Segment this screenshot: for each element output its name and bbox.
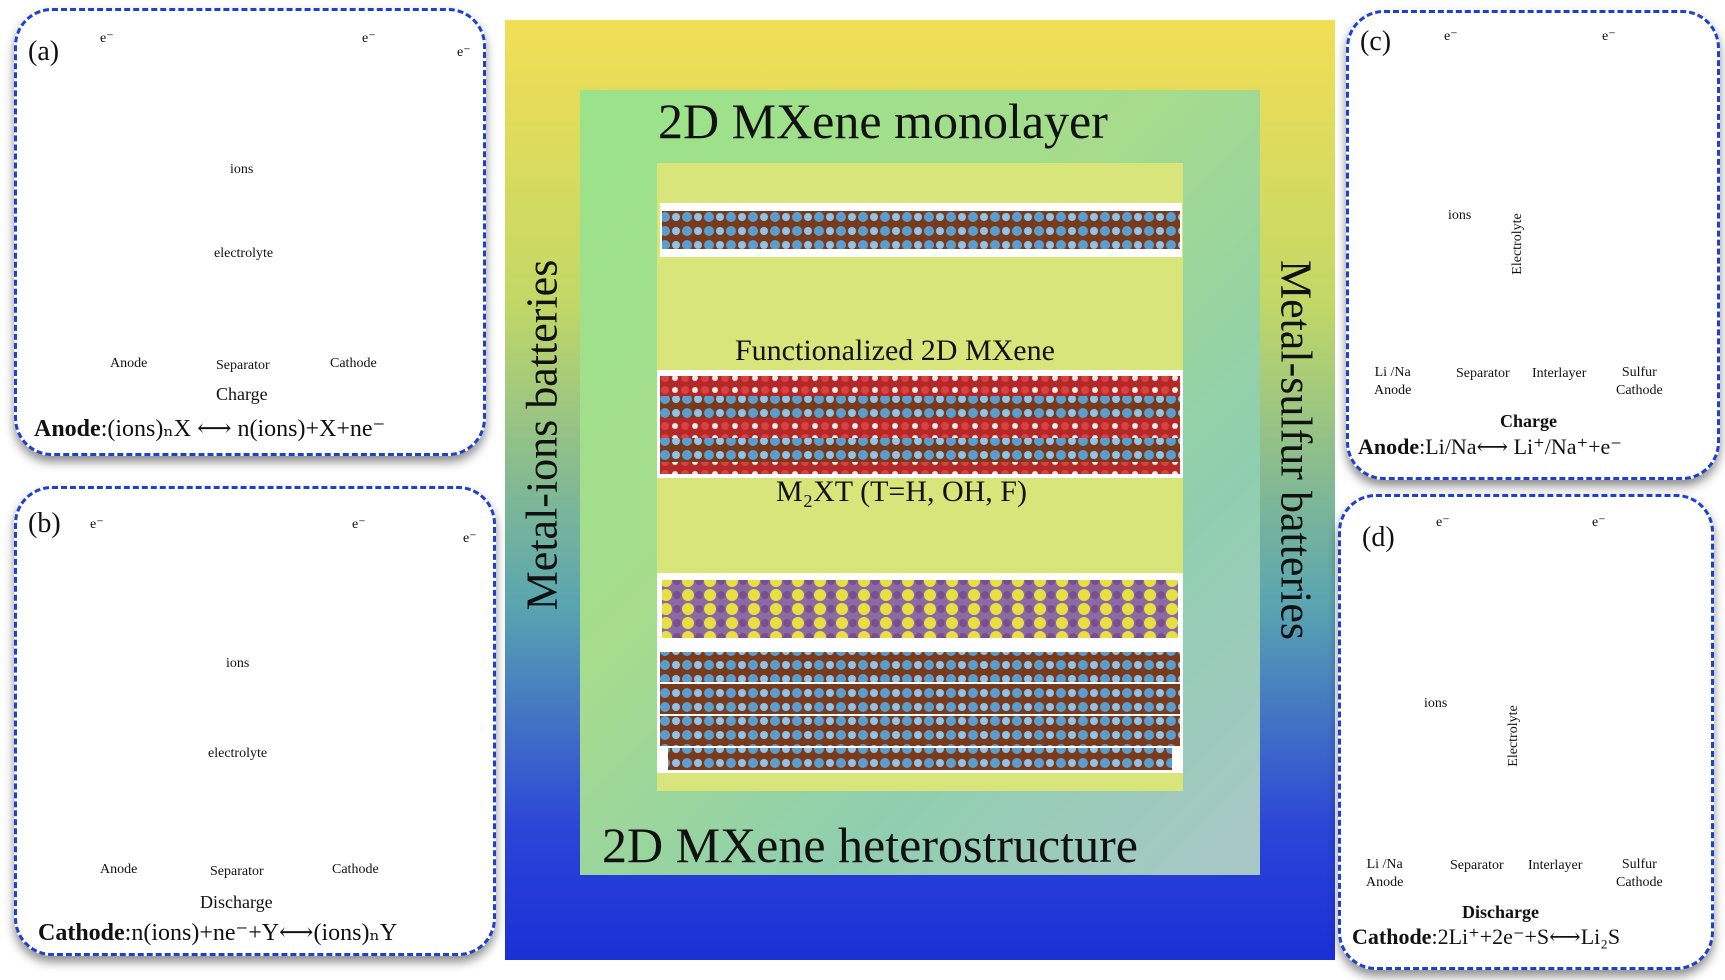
electron-label: e⁻: [1436, 515, 1450, 530]
electron-label: e⁻: [90, 517, 104, 532]
mode-label: Discharge: [1462, 902, 1539, 922]
anode-label: Anode: [110, 356, 148, 371]
electron-label: e⁻: [100, 31, 114, 46]
panel-c-label: (c): [1360, 26, 1392, 57]
panel-b: [14, 486, 496, 956]
panel-b-label: (b): [28, 508, 61, 539]
panel-a: [14, 8, 486, 456]
interlayer-label: Interlayer: [1532, 366, 1587, 381]
separator-label: Separator: [1456, 366, 1510, 381]
equation-d: Cathode:2Li⁺+2e⁻+S⟷Li₂S: [1352, 924, 1621, 949]
mode-label: Charge: [216, 384, 268, 404]
electron-label: e⁻: [1602, 29, 1616, 44]
separator-label: Separator: [210, 864, 264, 879]
equation-b: Cathode:n(ions)+ne⁻+Y⟷(ions)ₙY: [38, 920, 398, 946]
separator-label: Separator: [216, 358, 270, 373]
electron-label: e⁻: [1592, 515, 1606, 530]
anode-label: Anode: [100, 862, 138, 877]
panel-a-label: (a): [28, 36, 60, 67]
mode-label: Discharge: [200, 892, 273, 912]
label-functionalized: Functionalized 2D MXene: [735, 334, 1055, 367]
equation-c: Anode:Li/Na⟷ Li⁺/Na⁺+e⁻: [1358, 434, 1622, 459]
electron-label: e⁻: [1444, 29, 1458, 44]
electron-label: e⁻: [457, 45, 471, 60]
equation-a: Anode:(ions)ₙX ⟷ n(ions)+X+ne⁻: [34, 416, 386, 442]
ions-label: ions: [1424, 696, 1448, 711]
electron-label: e⁻: [362, 31, 376, 46]
ions-label: ions: [1448, 208, 1472, 223]
label-metal-ions: Metal-ions batteries: [517, 259, 567, 611]
title-heterostructure: 2D MXene heterostructure: [602, 817, 1138, 873]
cathode-label: Cathode: [330, 356, 377, 371]
electrolyte-label: electrolyte: [214, 246, 274, 261]
label-formula: M₂XT (T=H, OH, F): [776, 475, 1027, 508]
title-monolayer: 2D MXene monolayer: [658, 93, 1108, 149]
separator-label: Separator: [1450, 858, 1504, 873]
electron-label: e⁻: [463, 531, 477, 546]
ions-label: ions: [230, 162, 254, 177]
electrolyte-label: Electrolyte: [1510, 213, 1525, 275]
cathode-label: Cathode: [332, 862, 379, 877]
electron-label: e⁻: [352, 517, 366, 532]
panel-c: [1346, 10, 1720, 480]
ions-label: ions: [226, 656, 250, 671]
electrolyte-label: electrolyte: [208, 746, 268, 761]
electrolyte-label: Electrolyte: [1506, 705, 1521, 767]
panel-d-label: (d): [1362, 522, 1395, 553]
panel-d: [1338, 494, 1714, 970]
interlayer-label: Interlayer: [1528, 858, 1583, 873]
label-metal-sulfur: Metal-sulfur batteries: [1271, 260, 1321, 640]
mxene-monolayer: [662, 211, 1180, 249]
mode-label: Charge: [1500, 411, 1557, 431]
